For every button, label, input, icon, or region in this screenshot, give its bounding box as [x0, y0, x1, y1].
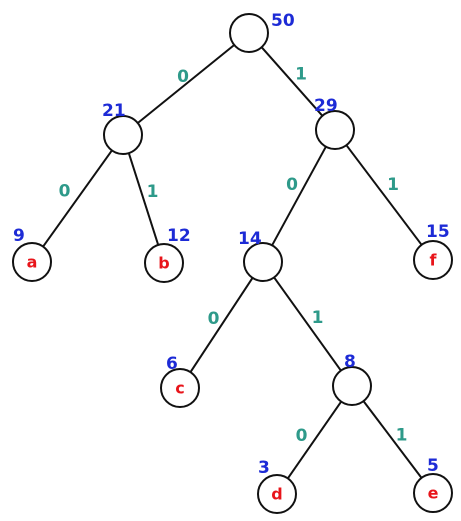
- node-circle: [257, 474, 297, 514]
- edge-n21-b: [127, 152, 160, 246]
- leaf-symbol-label: b: [158, 254, 169, 273]
- tree-node-root: 50: [229, 11, 295, 53]
- tree-node-e: 5e: [413, 456, 453, 513]
- node-circle: [332, 366, 372, 406]
- tree-node-b: 12 b: [144, 226, 191, 283]
- edge-n8-d: [286, 401, 343, 479]
- edge-bit-label: 0: [59, 182, 71, 202]
- tree-node-a: 9a: [12, 226, 52, 282]
- node-weight-label: 8: [344, 352, 356, 372]
- tree-node-n14: 14: [238, 229, 283, 282]
- leaf-symbol-label: d: [271, 485, 282, 504]
- node-weight-label: 5: [427, 456, 439, 476]
- edge-bit-label: 0: [208, 309, 220, 329]
- node-circle: [160, 368, 200, 408]
- node-circle: [413, 473, 453, 513]
- node-circle: [12, 242, 52, 282]
- tree-node-c: 6c: [160, 354, 200, 408]
- node-weight-label: 29: [314, 96, 338, 116]
- node-weight-label: 21: [102, 101, 126, 121]
- edge-n21-a: [42, 149, 113, 248]
- tree-node-f: 15 f: [413, 222, 453, 280]
- leaf-symbol-label: a: [27, 253, 38, 272]
- edge-bit-label: 1: [295, 65, 307, 85]
- node-weight-label: 6: [166, 354, 178, 374]
- edge-root-n21: [137, 44, 235, 124]
- node-weight-label: 3: [258, 458, 270, 478]
- edge-bit-label: 1: [312, 308, 324, 328]
- leaf-symbol-label: e: [428, 484, 439, 503]
- tree-node-n21: 21: [102, 101, 143, 155]
- edge-root-n29: [260, 46, 324, 117]
- node-circle: [229, 13, 269, 53]
- leaf-symbol-label: f: [430, 251, 438, 270]
- node-circle: [103, 115, 143, 155]
- edge-n14-n8: [273, 276, 342, 372]
- leaf-symbol-label: c: [175, 379, 184, 398]
- edge-bit-label: 0: [296, 426, 308, 446]
- edge-bit-label: 1: [387, 175, 399, 195]
- tree-node-n8: 8: [332, 352, 372, 406]
- edge-n29-f: [345, 144, 423, 246]
- node-circle: [144, 243, 184, 283]
- node-weight-label: 14: [238, 229, 262, 249]
- edge-n8-e: [362, 400, 423, 479]
- node-weight-label: 15: [426, 222, 450, 242]
- node-weight-label: 50: [271, 11, 295, 31]
- node-weight-label: 9: [13, 226, 25, 246]
- node-weight-label: 12: [167, 226, 191, 246]
- tree-node-d: 3d: [257, 458, 297, 514]
- edge-n14-c: [189, 277, 254, 373]
- edge-n29-n14: [271, 146, 327, 246]
- edge-bit-label: 0: [286, 175, 298, 195]
- edge-bit-label: 1: [396, 426, 408, 446]
- node-circle: [413, 240, 453, 280]
- node-circle: [315, 110, 355, 150]
- node-circle: [243, 242, 283, 282]
- edge-bit-label: 1: [147, 182, 159, 202]
- edge-bit-label: 0: [177, 67, 189, 87]
- tree-node-n29: 29: [314, 96, 355, 150]
- edge-layer: 0 1 0 1 0 1 0 1 0 1: [42, 44, 423, 479]
